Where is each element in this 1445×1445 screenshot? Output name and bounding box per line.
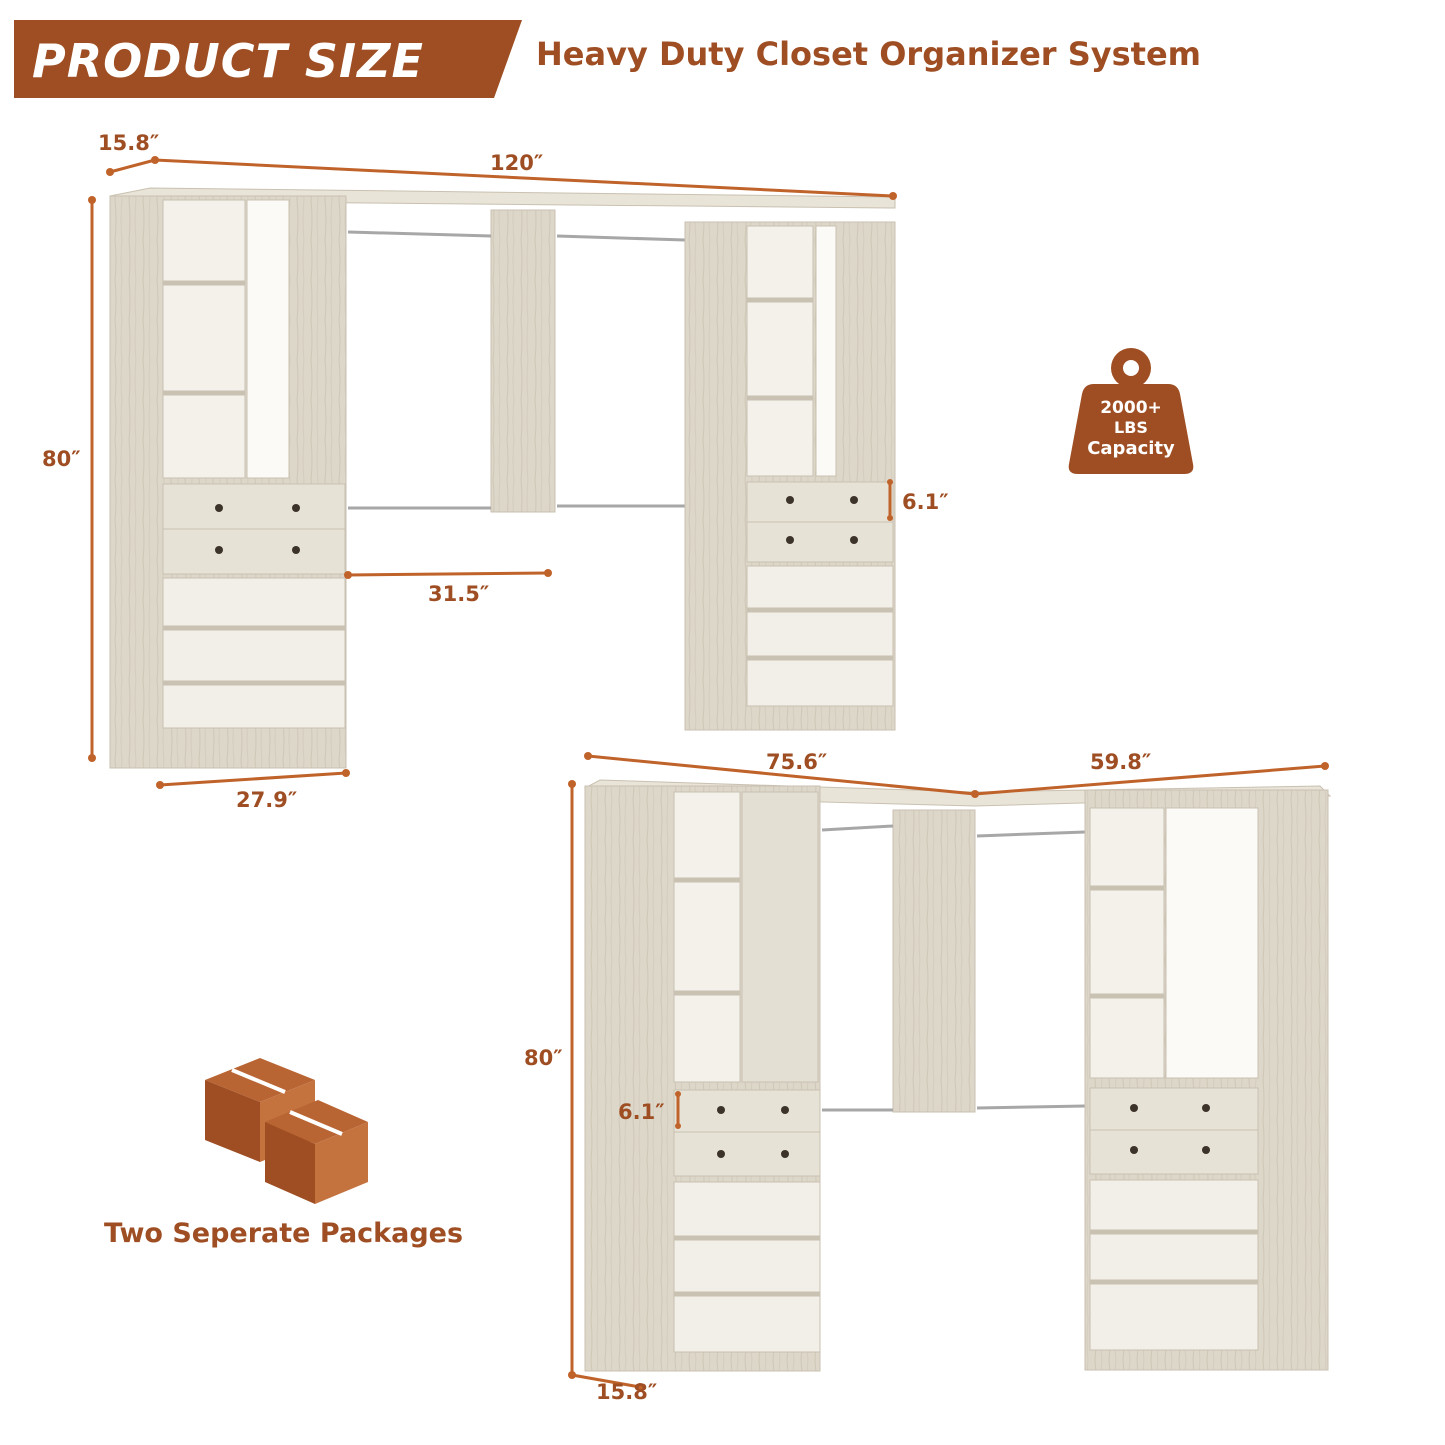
hanging-section-width-label: 31.5″ — [428, 582, 490, 606]
corner-drawer-height-label: 6.1″ — [618, 1100, 665, 1124]
straight-depth-label: 15.8″ — [98, 131, 160, 155]
corner-depth-label: 15.8″ — [596, 1380, 658, 1404]
corner-left-width-label: 75.6″ — [766, 750, 828, 774]
capacity-amount: 2000+ — [1100, 398, 1162, 418]
boxes-icon — [205, 1058, 368, 1204]
title-banner: PRODUCT SIZE — [14, 20, 522, 98]
capacity-unit: LBS — [1114, 418, 1148, 437]
corner-closet — [583, 779, 1332, 1372]
tower-width-label: 27.9″ — [236, 788, 298, 812]
corner-right-width-label: 59.8″ — [1090, 750, 1152, 774]
straight-drawer-height-label: 6.1″ — [902, 490, 949, 514]
corner-height-label: 80″ — [524, 1046, 563, 1070]
straight-height-label: 80″ — [42, 447, 81, 471]
capacity-label: Capacity — [1087, 438, 1175, 459]
corner-dimension-lines — [568, 752, 1329, 1391]
straight-width-label: 120″ — [490, 151, 544, 175]
page-subtitle: Heavy Duty Closet Organizer System — [536, 35, 1201, 73]
weight-icon — [1068, 348, 1194, 474]
banner-title: PRODUCT SIZE — [32, 34, 424, 88]
straight-dimension-lines — [88, 156, 897, 789]
packages-label: Two Seperate Packages — [104, 1218, 464, 1249]
straight-closet — [109, 187, 896, 769]
